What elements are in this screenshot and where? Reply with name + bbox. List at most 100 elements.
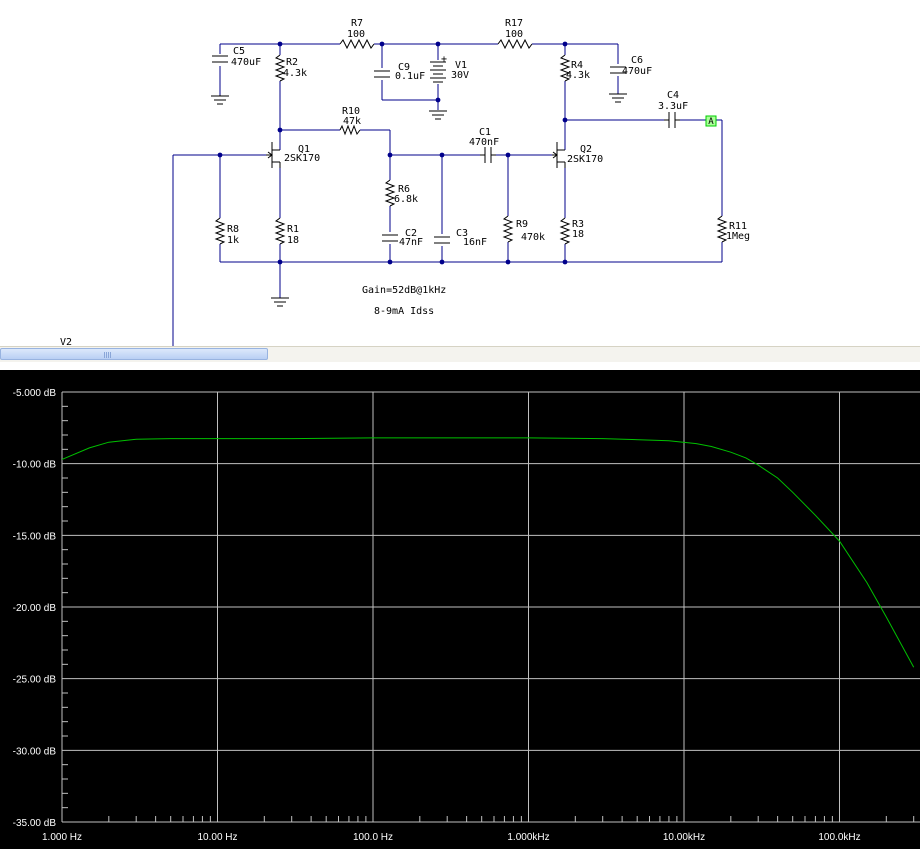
C4-label: C4 — [667, 90, 679, 101]
C9-label: C9 — [398, 62, 410, 73]
C1-capacitor — [480, 147, 496, 163]
R6-label: R6 — [398, 184, 410, 195]
R1-label: R1 — [287, 224, 299, 235]
pane-separator[interactable] — [0, 362, 920, 370]
y-tick-label: -5.000 dB — [13, 388, 57, 399]
R8-value: 1k — [227, 235, 239, 246]
V1-battery — [430, 61, 446, 83]
R1-value: 18 — [287, 235, 299, 246]
R1-resistor — [274, 217, 286, 245]
wires — [172, 43, 723, 346]
R3-value: 18 — [572, 229, 584, 240]
V2-label: V2 — [60, 337, 72, 346]
C6-capacitor — [610, 66, 626, 74]
R11-value: 1Meg — [726, 231, 750, 242]
y-tick-label: -10.00 dB — [13, 460, 57, 471]
gain-note: Gain=52dB@1kHz — [362, 285, 446, 296]
C5-capacitor — [212, 55, 228, 63]
R4-label: R4 — [571, 60, 583, 71]
Q2-value: 2SK170 — [567, 154, 603, 165]
C5-value: 470uF — [231, 57, 261, 68]
V1-label: V1 — [455, 60, 467, 71]
R17-resistor — [497, 38, 533, 50]
Q2-jfet — [552, 142, 566, 168]
x-tick-label: 100.0 Hz — [353, 832, 393, 843]
probe-marker[interactable]: A — [705, 115, 717, 127]
component-labels: R7 100 R17 100 C5 470uF R2 4.3k C9 0.1uF… — [60, 18, 750, 346]
C1-label: C1 — [479, 127, 491, 138]
C4-capacitor — [664, 112, 680, 128]
horizontal-scrollbar[interactable] — [0, 346, 920, 363]
gain-trace — [61, 437, 915, 668]
Q1-label: Q1 — [298, 144, 310, 155]
ground-symbol — [211, 95, 229, 105]
minor-ticks — [62, 405, 915, 822]
C3-label: C3 — [456, 228, 468, 239]
Q1-jfet — [266, 142, 281, 168]
V1-plus: + — [441, 54, 447, 65]
R2-value: 4.3k — [283, 68, 307, 79]
C3-capacitor — [434, 236, 450, 244]
x-tick-label: 10.00 Hz — [197, 832, 237, 843]
y-tick-label: -20.00 dB — [13, 603, 57, 614]
R10-label: R10 — [342, 106, 360, 117]
C2-value: 47nF — [399, 237, 423, 248]
C4-value: 3.3uF — [658, 101, 688, 112]
C6-value: 470uF — [622, 66, 652, 77]
V1-value: 30V — [451, 70, 469, 81]
scrollbar-thumb[interactable] — [0, 348, 268, 360]
idss-note: 8-9mA Idss — [374, 306, 434, 317]
C1-value: 470nF — [469, 137, 499, 148]
probe-label: A — [708, 117, 714, 127]
R17-value: 100 — [505, 29, 523, 40]
C5-label: C5 — [233, 46, 245, 57]
y-axis-labels: -5.000 dB -10.00 dB -15.00 dB -20.00 dB -25.… — [13, 388, 57, 829]
R3-label: R3 — [572, 219, 584, 230]
schematic-canvas[interactable]: A R7 100 R17 100 C5 470uF R2 4.3k C9 0.1… — [0, 0, 920, 346]
R7-value: 100 — [347, 29, 365, 40]
R9-label: R9 — [516, 219, 528, 230]
R11-label: R11 — [729, 221, 747, 232]
R4-value: 4.3k — [566, 70, 590, 81]
ground-symbol — [271, 297, 289, 307]
C9-value: 0.1uF — [395, 71, 425, 82]
R6-resistor — [384, 179, 396, 207]
C2-label: C2 — [405, 228, 417, 239]
x-tick-label: 1.000 Hz — [42, 832, 82, 843]
grip-icon — [104, 352, 112, 358]
R9-value: 470k — [521, 232, 545, 243]
y-tick-label: -25.00 dB — [13, 675, 57, 686]
R6-value: 6.8k — [394, 194, 418, 205]
junctions — [217, 41, 568, 265]
R2-label: R2 — [286, 57, 298, 68]
plot-grid — [61, 391, 920, 823]
C2-capacitor — [382, 234, 398, 242]
R7-label: R7 — [351, 18, 363, 29]
R10-value: 47k — [343, 116, 361, 127]
R10-resistor — [339, 124, 361, 136]
R3-resistor — [559, 217, 571, 245]
bode-plot[interactable]: -5.000 dB -10.00 dB -15.00 dB -20.00 dB -25.… — [0, 370, 920, 849]
x-tick-label: 10.00kHz — [663, 832, 705, 843]
x-tick-label: 1.000kHz — [507, 832, 549, 843]
Q2-label: Q2 — [580, 144, 592, 155]
x-axis-labels: 1.000 Hz 10.00 Hz 100.0 Hz 1.000kHz 10.00kHz… — [42, 832, 861, 843]
ground-symbol — [429, 110, 447, 120]
R11-resistor — [716, 215, 728, 243]
C3-value: 16nF — [463, 237, 487, 248]
Q1-value: 2SK170 — [284, 153, 320, 164]
R2-resistor — [274, 54, 286, 82]
components[interactable] — [211, 38, 728, 307]
x-tick-label: 100.0kHz — [818, 832, 860, 843]
R7-resistor — [339, 38, 375, 50]
y-tick-label: -15.00 dB — [13, 531, 57, 542]
R17-label: R17 — [505, 18, 523, 29]
C9-capacitor — [374, 70, 390, 78]
y-tick-label: -30.00 dB — [13, 746, 57, 757]
R8-resistor — [214, 217, 226, 245]
ground-symbol — [609, 93, 627, 103]
R9-resistor — [502, 215, 514, 243]
y-tick-label: -35.00 dB — [13, 818, 57, 829]
R4-resistor — [559, 54, 571, 82]
C6-label: C6 — [631, 55, 643, 66]
